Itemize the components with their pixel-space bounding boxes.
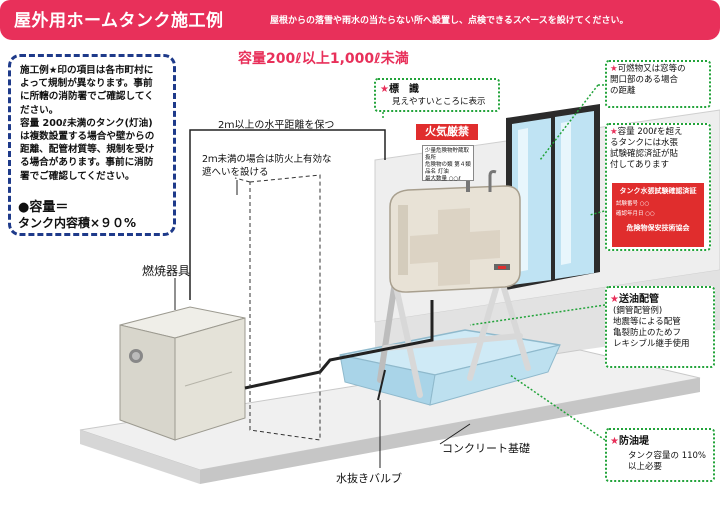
- note-box: [8, 54, 176, 236]
- page-title: 屋外用ホームタンク施工例: [14, 11, 224, 31]
- opening-callout: [605, 60, 711, 108]
- star-icon: ★: [610, 64, 618, 74]
- volume-formula: タンク内容積×９０%: [18, 216, 137, 230]
- fire-wall-label: 2ｍ未満の場合は防火上有効な 遮へいを設ける: [202, 154, 332, 178]
- test-certificate-title: タンク水張試験確認済証: [619, 187, 697, 195]
- oil-pipe-line: [244, 300, 434, 390]
- safety-association-name: 危険物保安技術協会: [626, 224, 690, 232]
- volume-title: ●容量＝: [18, 200, 69, 215]
- dike-callout-title: 防油堤: [618, 436, 649, 447]
- star-icon: ★: [610, 294, 619, 305]
- page-subtitle: 屋根からの落雪や雨水の当たらない所へ設置し、点検できるスペースを設けてください。: [270, 16, 629, 26]
- hazard-info-text: 少量危険物貯蔵取扱所 危険物の類 第４類 品名 灯油 最大数量 ○○ℓ: [425, 148, 471, 182]
- oil-dike-callout: [605, 428, 715, 482]
- drain-valve-label: 水抜きバルブ: [336, 472, 402, 485]
- window-illustration: [506, 104, 600, 290]
- pipe-callout-text: (鋼管配管例) 地震等による配管 亀裂防止のためフ レキシブル継手使用: [613, 306, 690, 349]
- distance-bracket: [189, 129, 386, 300]
- fire-strict-sign: 火気厳禁: [416, 124, 478, 140]
- sign-callout-text: 見えやすいところに表示: [392, 97, 486, 107]
- star-icon: ★: [380, 84, 389, 95]
- test-certificate-fields: 試験番号 ○○ 確認年月日 ○○: [616, 201, 655, 217]
- test-certificate-sign: タンク水張試験確認済証 試験番号 ○○ 確認年月日 ○○ 危険物保安技術協会: [612, 183, 704, 247]
- sign-callout-title: 標 識: [388, 84, 419, 95]
- opening-callout-text: 可燃物又は窓等の 開口部のある場合 の距離: [610, 64, 686, 96]
- tank-stand-illustration: [377, 272, 531, 398]
- concrete-label: コンクリート基礎: [442, 442, 530, 455]
- note-text: 施工例★印の項目は各市町村に よって規制が異なります。事前 に所轄の消防署でご確…: [20, 65, 155, 182]
- horizontal-distance-label: 2ｍ以上の水平距離を保つ: [218, 120, 335, 131]
- star-icon: ★: [610, 127, 618, 137]
- hazard-info-sign: 少量危険物貯蔵取扱所 危険物の類 第４類 品名 灯油 最大数量 ○○ℓ: [422, 145, 474, 182]
- star-icon: ★: [610, 436, 619, 447]
- capacity-heading: 容量200ℓ以上1,000ℓ未満: [238, 51, 409, 67]
- title-banner: [0, 0, 720, 40]
- test-callout-text: 容量 200ℓを超え るタンクには水張 試験確認済証が貼 付してあります: [610, 127, 683, 170]
- fire-wall-outline: [234, 174, 321, 441]
- oil-pipe-callout: [605, 286, 715, 368]
- concrete-leader: [439, 423, 471, 445]
- dike-callout-text: タンク容量の 110% 以上必要: [628, 451, 707, 472]
- pipe-callout-title: 送油配管: [618, 294, 659, 305]
- burner-label: 燃焼器具: [142, 264, 191, 278]
- burner-appliance-illustration: [119, 306, 246, 441]
- drain-pipe-line: [377, 369, 386, 401]
- sign-callout: [374, 78, 500, 112]
- oil-tank-illustration: [389, 170, 521, 293]
